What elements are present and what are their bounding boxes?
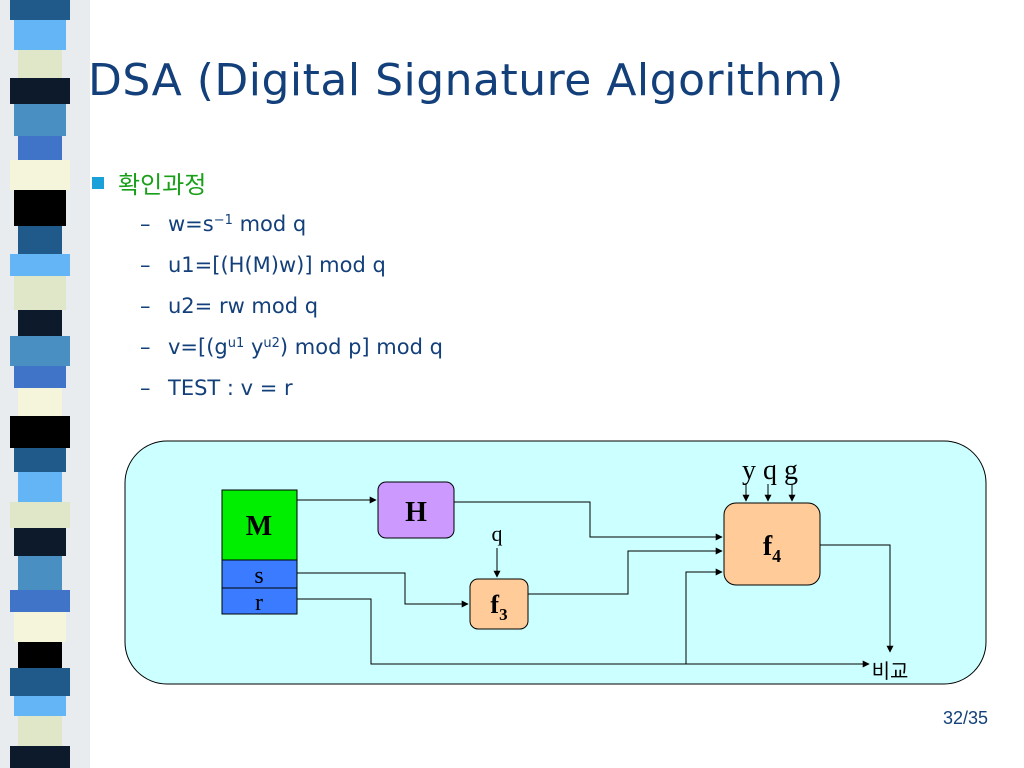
sub-bullet-u2: – u2= rw mod q	[140, 285, 443, 326]
formula-v-suffix: ) mod p] mod q	[279, 334, 443, 359]
strip-block	[18, 310, 62, 336]
strip-block	[18, 556, 62, 590]
sub-bullet-w: – w=s−1 mod q	[140, 203, 443, 244]
strip-block	[10, 668, 70, 696]
strip-block	[14, 366, 66, 388]
strip-block	[14, 20, 66, 50]
strip-block	[14, 448, 66, 472]
f3-sub: 3	[499, 605, 508, 624]
m-box-label: M	[246, 511, 272, 542]
f3-box-label: f3	[490, 590, 507, 624]
f4-base: f	[763, 531, 773, 562]
formula-u1: u1=[(H(M)w)] mod q	[168, 252, 386, 277]
formula-v-mid: y	[244, 334, 264, 359]
strip-block	[14, 276, 66, 310]
ypq-label: y q g	[742, 455, 798, 486]
dash-icon: –	[140, 293, 151, 318]
h-box	[377, 481, 455, 539]
arrow-f3-to-f4	[528, 547, 723, 595]
strip-block	[18, 388, 62, 416]
square-bullet-icon	[92, 176, 104, 189]
f3-box	[469, 578, 529, 630]
strip-block	[14, 190, 66, 226]
strip-block	[10, 590, 70, 612]
strip-block	[10, 416, 70, 448]
main-bullet: 확인과정	[92, 165, 206, 200]
formula-w-suffix: mod q	[232, 211, 307, 236]
strip-block	[18, 642, 62, 668]
strip-block	[10, 336, 70, 366]
formula-test: TEST : v = r	[168, 375, 293, 400]
sub-bullet-test: – TEST : v = r	[140, 367, 443, 408]
strip-block	[18, 716, 62, 746]
strip-block	[18, 136, 62, 160]
diagram-panel	[124, 440, 987, 685]
r-box-label: r	[255, 590, 263, 616]
compare-label: 비교	[872, 659, 909, 683]
dash-icon: –	[140, 252, 151, 277]
strip-block	[14, 104, 66, 136]
sub-bullet-list: – w=s−1 mod q – u1=[(H(M)w)] mod q – u2=…	[140, 203, 443, 408]
dash-icon: –	[140, 211, 151, 236]
arrow-r-to-compare	[297, 598, 870, 668]
formula-v-sup2: u2	[263, 336, 280, 351]
page-number: 32/35	[942, 708, 988, 728]
q-label: q	[492, 521, 503, 546]
strip-block	[10, 78, 70, 104]
f4-box-label: f4	[763, 531, 781, 566]
strip-block	[10, 0, 70, 20]
formula-w-prefix: w=s	[168, 211, 214, 236]
dash-icon: –	[140, 375, 151, 400]
formula-w-sup: −1	[213, 213, 233, 228]
arrow-s-to-f3	[297, 572, 469, 608]
arrow-h-to-f4	[454, 501, 723, 541]
strip-block	[18, 472, 62, 502]
slide-title: DSA (Digital Signature Algorithm)	[88, 55, 844, 106]
strip-block	[14, 528, 66, 556]
f3-base: f	[490, 590, 499, 619]
strip-block	[10, 160, 70, 190]
s-box-label: s	[254, 563, 263, 589]
strip-block	[18, 226, 62, 254]
dash-icon: –	[140, 334, 151, 359]
formula-u2: u2= rw mod q	[168, 293, 319, 318]
strip-block	[14, 696, 66, 716]
strip-block	[14, 612, 66, 642]
r-box	[221, 587, 298, 615]
strip-block	[18, 50, 62, 78]
f4-box	[723, 502, 821, 586]
f4-sub: 4	[772, 546, 781, 566]
h-box-label: H	[405, 497, 427, 528]
s-box	[221, 559, 298, 589]
formula-v-sup1: u1	[227, 336, 245, 351]
strip-block	[10, 502, 70, 528]
strip-block	[10, 746, 70, 768]
arrow-line-to-f4	[685, 568, 723, 664]
strip-block	[10, 254, 70, 276]
sub-bullet-u1: – u1=[(H(M)w)] mod q	[140, 244, 443, 285]
decorative-left-strip	[0, 0, 90, 768]
arrow-f4-to-compare	[820, 544, 894, 653]
formula-v-prefix: v=[(g	[168, 334, 228, 359]
bullet-label-verification: 확인과정	[118, 171, 207, 199]
